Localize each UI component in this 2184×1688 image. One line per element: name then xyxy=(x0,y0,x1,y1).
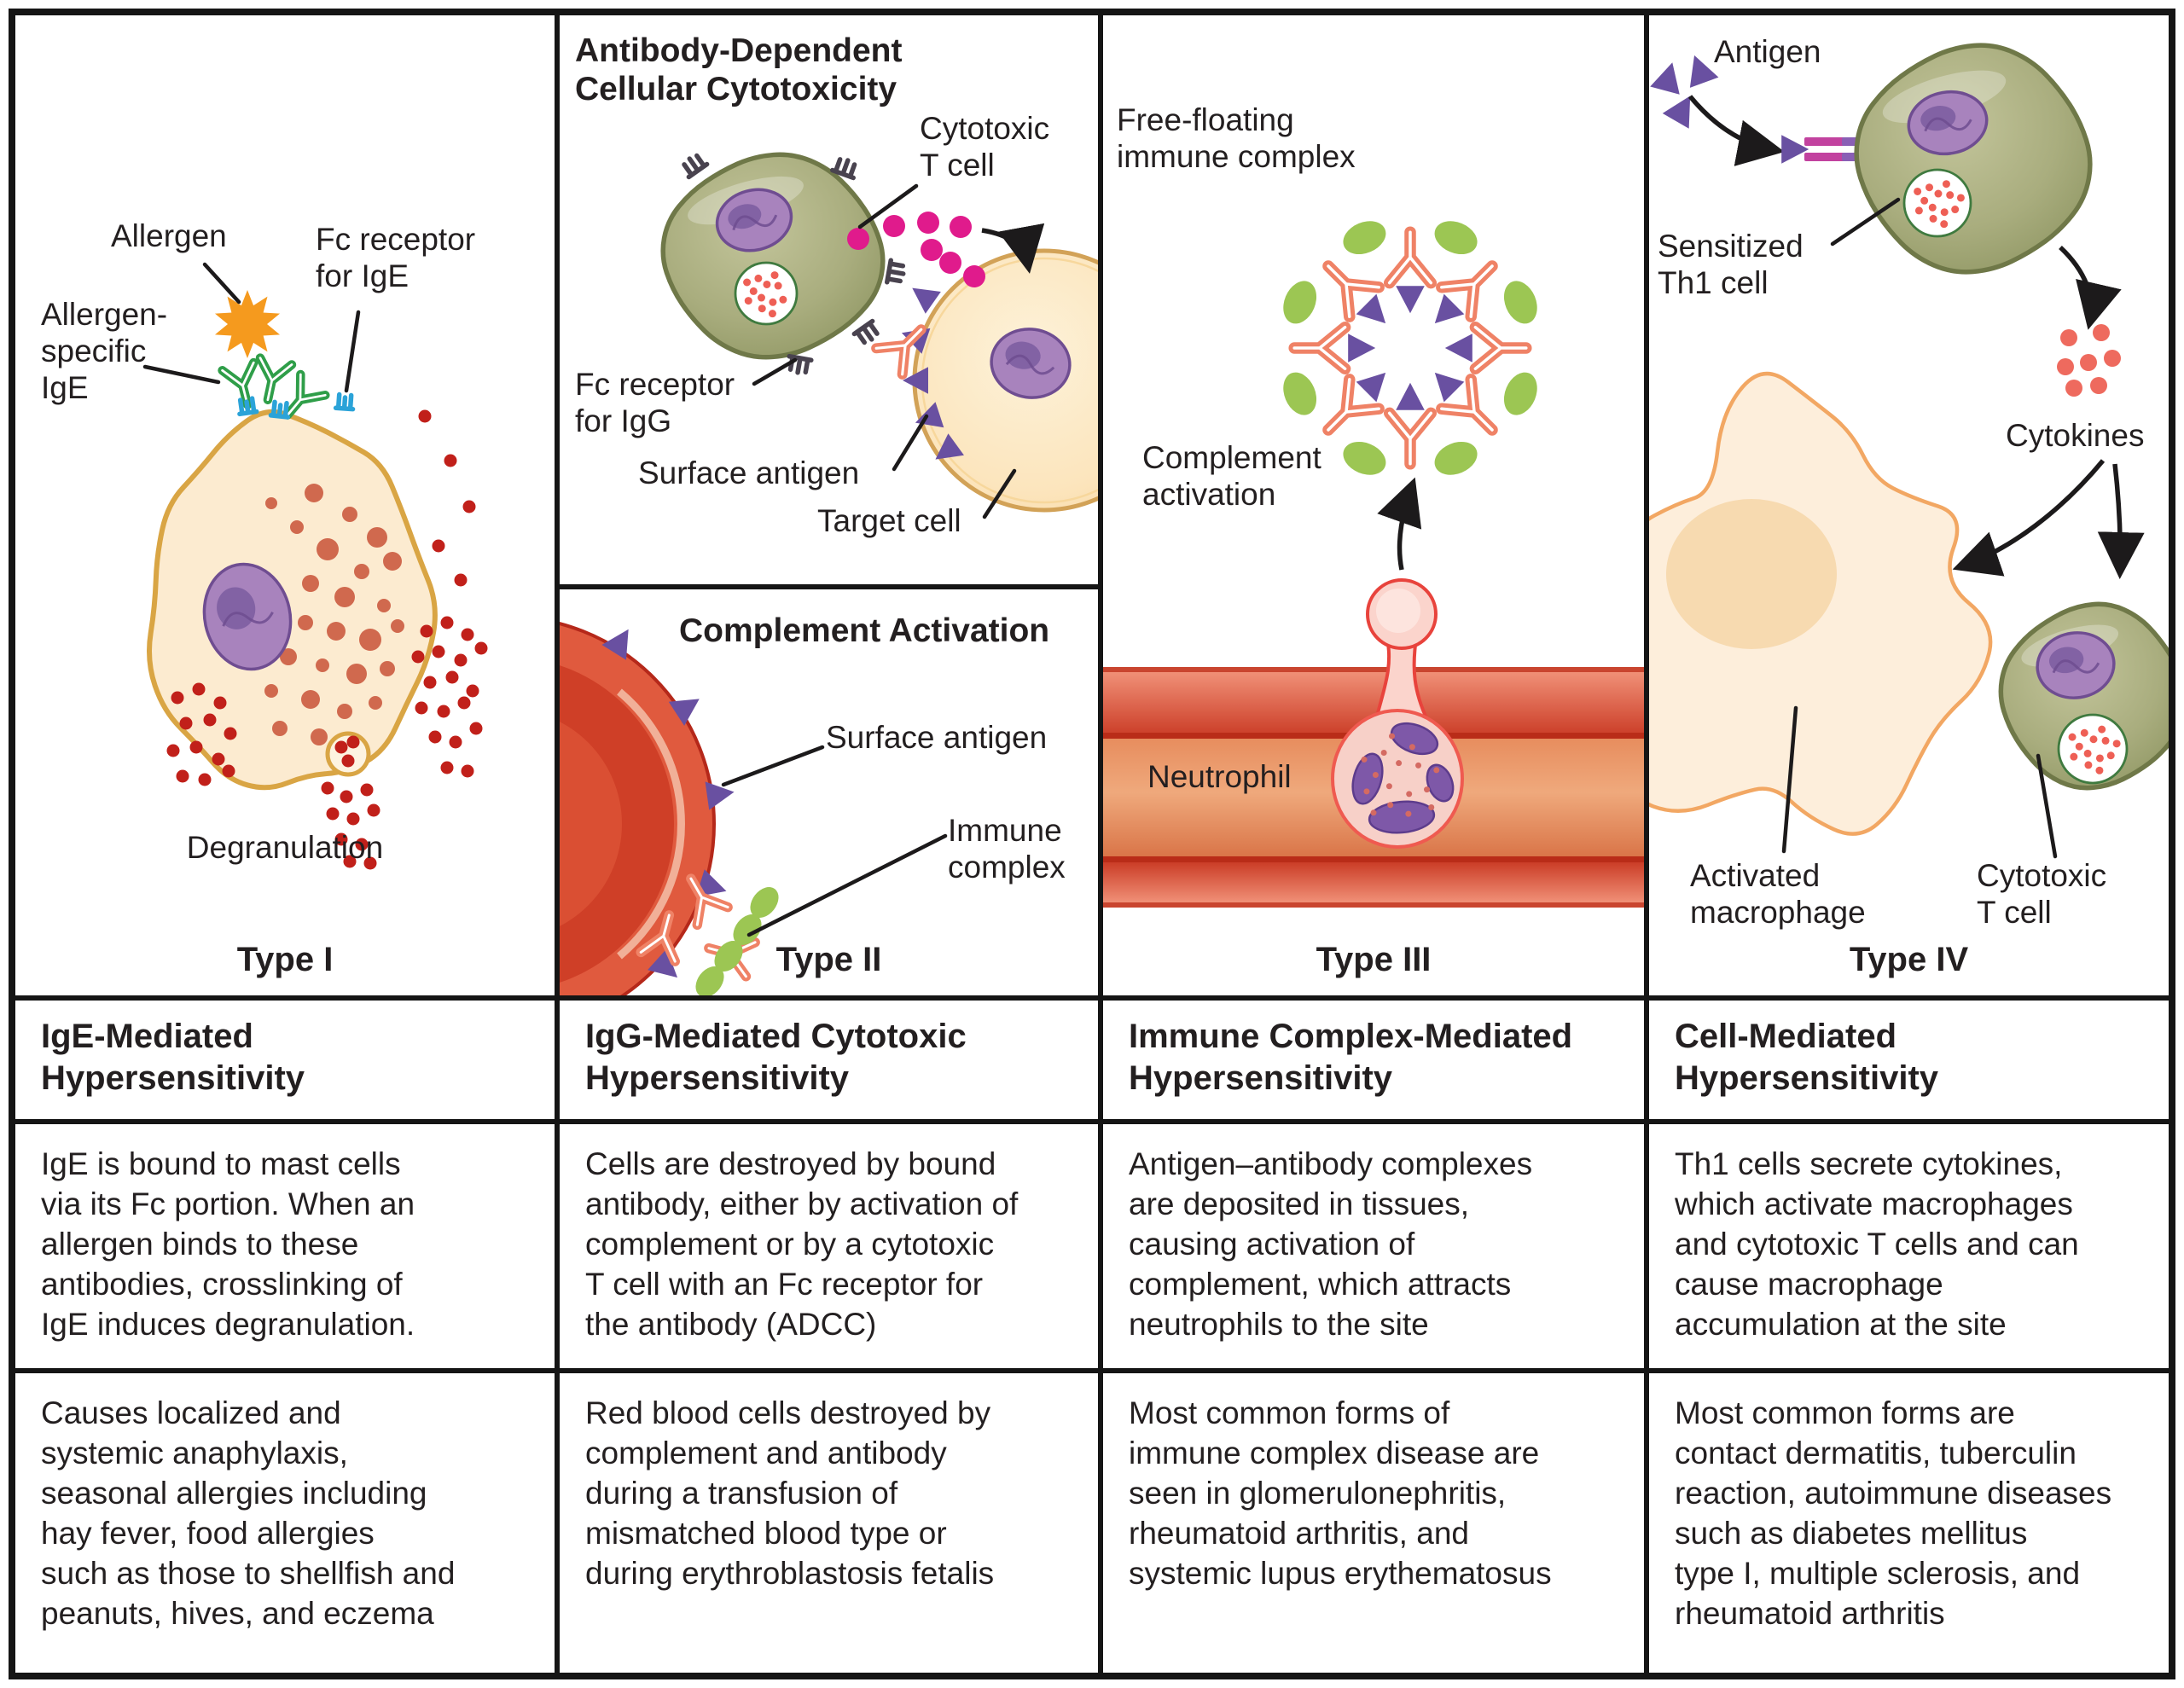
neutrophil-nucleus xyxy=(1351,722,1455,834)
cytokine-to-macrophage-arrow xyxy=(1952,459,2106,577)
leader-lines xyxy=(142,262,361,393)
type3-illustration xyxy=(1103,221,1644,908)
complement-arrow xyxy=(1377,477,1422,571)
allergen-icon xyxy=(214,290,281,358)
label-free-floating: Free-floating immune complex xyxy=(1117,102,1356,174)
header-type3: Immune Complex-Mediated Hypersensitivity xyxy=(1129,1018,1573,1097)
row-divider xyxy=(15,995,2169,1001)
antigen-icons xyxy=(1650,55,1719,129)
label-activated-macrophage: Activated macrophage xyxy=(1690,858,1866,930)
type1-label: Type I xyxy=(236,941,334,978)
label-cytotoxic-t-cell: Cytotoxic T cell xyxy=(920,111,1050,183)
leader-lines xyxy=(1781,197,2058,859)
free-floating-immune-complex-icon xyxy=(1283,221,1537,475)
released-granules xyxy=(166,409,488,870)
type4-label: Type IV xyxy=(1849,941,1969,978)
mechanism-type1: IgE is bound to mast cells via its Fc po… xyxy=(41,1146,415,1342)
header-type1: IgE-Mediated Hypersensitivity xyxy=(41,1018,305,1097)
label-complement-activation: Complement activation xyxy=(1142,440,1321,512)
neutrophil-icon xyxy=(1331,709,1464,849)
row-divider xyxy=(15,1368,2169,1373)
row-divider xyxy=(15,1119,2169,1124)
label-sensitized-th1: Sensitized Th1 cell xyxy=(1658,229,1804,300)
mechanism-type2: Cells are destroyed by bound antibody, e… xyxy=(585,1146,1019,1342)
hypersensitivity-table: Allergen Fc receptor for IgE Allergen- s… xyxy=(9,9,2175,1679)
cytokine-secretion-arrow xyxy=(2059,245,2122,330)
examples-type2: Red blood cells destroyed by complement … xyxy=(585,1395,995,1591)
type3-illustration-panel: Free-floating immune complex Complement … xyxy=(1103,15,1644,995)
target-cell-nucleus xyxy=(990,328,1072,399)
ige-antibody-icons xyxy=(218,353,330,420)
adcc-title: Antibody-Dependent Cellular Cytotoxicity xyxy=(575,32,903,107)
leader-lines xyxy=(721,183,1017,937)
label-cytotoxic-t-cell-2: Cytotoxic T cell xyxy=(1977,858,2107,930)
attack-arrow xyxy=(981,223,1045,274)
complement-title: Complement Activation xyxy=(679,612,1050,649)
mechanism-type4: Th1 cells secrete cytokines, which activ… xyxy=(1675,1146,2079,1342)
label-cytokines: Cytokines xyxy=(2006,418,2145,453)
rbc-surface-antigen-icons xyxy=(601,629,735,978)
mast-cell-nucleus xyxy=(202,562,293,671)
type4-illustration-panel: Antigen Sensitized Th1 cell Cytokines Ac… xyxy=(1649,15,2169,995)
type2-illustration-panel: Antibody-Dependent Cellular Cytotoxicity… xyxy=(560,15,1098,995)
label-surface-antigen-2: Surface antigen xyxy=(826,720,1048,755)
type2-illustration xyxy=(560,152,1098,995)
diapedesis-bulge xyxy=(1366,578,1438,722)
label-immune-complex: Immune complex xyxy=(948,813,1066,885)
type1-illustration xyxy=(142,262,488,870)
label-allergen-specific-ige: Allergen- specific IgE xyxy=(41,297,168,405)
immune-complex-icon xyxy=(636,873,779,995)
examples-type3: Most common forms of immune complex dise… xyxy=(1129,1395,1552,1591)
sensitized-th1-cell-icon xyxy=(1854,43,2093,275)
cytokine-icons xyxy=(2057,324,2121,397)
column-divider xyxy=(1098,15,1103,1673)
header-type4: Cell-Mediated Hypersensitivity xyxy=(1675,1018,1939,1097)
label-neutrophil: Neutrophil xyxy=(1147,759,1292,794)
label-degranulation: Degranulation xyxy=(186,830,384,865)
th1-receptor-icon xyxy=(1781,135,1862,164)
perforin-granule-icons xyxy=(847,212,985,287)
mast-cell-icon xyxy=(147,409,438,791)
label-surface-antigen: Surface antigen xyxy=(638,455,860,490)
type1-illustration-panel: Allergen Fc receptor for IgE Allergen- s… xyxy=(15,15,555,995)
label-fc-receptor-ige: Fc receptor for IgE xyxy=(316,222,476,293)
fc-receptor-igg-icons xyxy=(682,153,906,375)
cytokine-to-tcell-arrow xyxy=(2097,463,2145,579)
type2-label: Type II xyxy=(775,941,882,978)
activated-macrophage-icon xyxy=(1649,371,1993,836)
antigen-binding-arrow xyxy=(1687,95,1785,166)
label-target-cell: Target cell xyxy=(817,503,961,538)
neutrophil-speckles xyxy=(1361,733,1440,817)
cytotoxic-t-cell-icon xyxy=(660,152,886,360)
mechanism-type3: Antigen–antibody complexes are deposited… xyxy=(1129,1146,1533,1342)
examples-type4: Most common forms are contact dermatitis… xyxy=(1675,1395,2112,1631)
column-divider xyxy=(555,15,560,1673)
subpanel-divider xyxy=(555,584,1103,589)
header-type2: IgG-Mediated Cytotoxic Hypersensitivity xyxy=(585,1018,967,1097)
fc-receptor-ige-icons xyxy=(237,392,356,420)
examples-type1: Causes localized and systemic anaphylaxi… xyxy=(41,1395,456,1631)
label-allergen: Allergen xyxy=(111,218,227,253)
cytotoxic-t-cell-icon xyxy=(1998,601,2169,791)
label-antigen: Antigen xyxy=(1714,34,1821,69)
type4-illustration xyxy=(1649,43,2169,859)
igg-antibody-icon xyxy=(871,324,926,380)
type3-label: Type III xyxy=(1316,941,1432,978)
red-blood-cell-icon xyxy=(560,622,716,995)
column-divider xyxy=(1644,15,1649,1673)
label-fc-receptor-igg: Fc receptor for IgG xyxy=(575,367,735,438)
